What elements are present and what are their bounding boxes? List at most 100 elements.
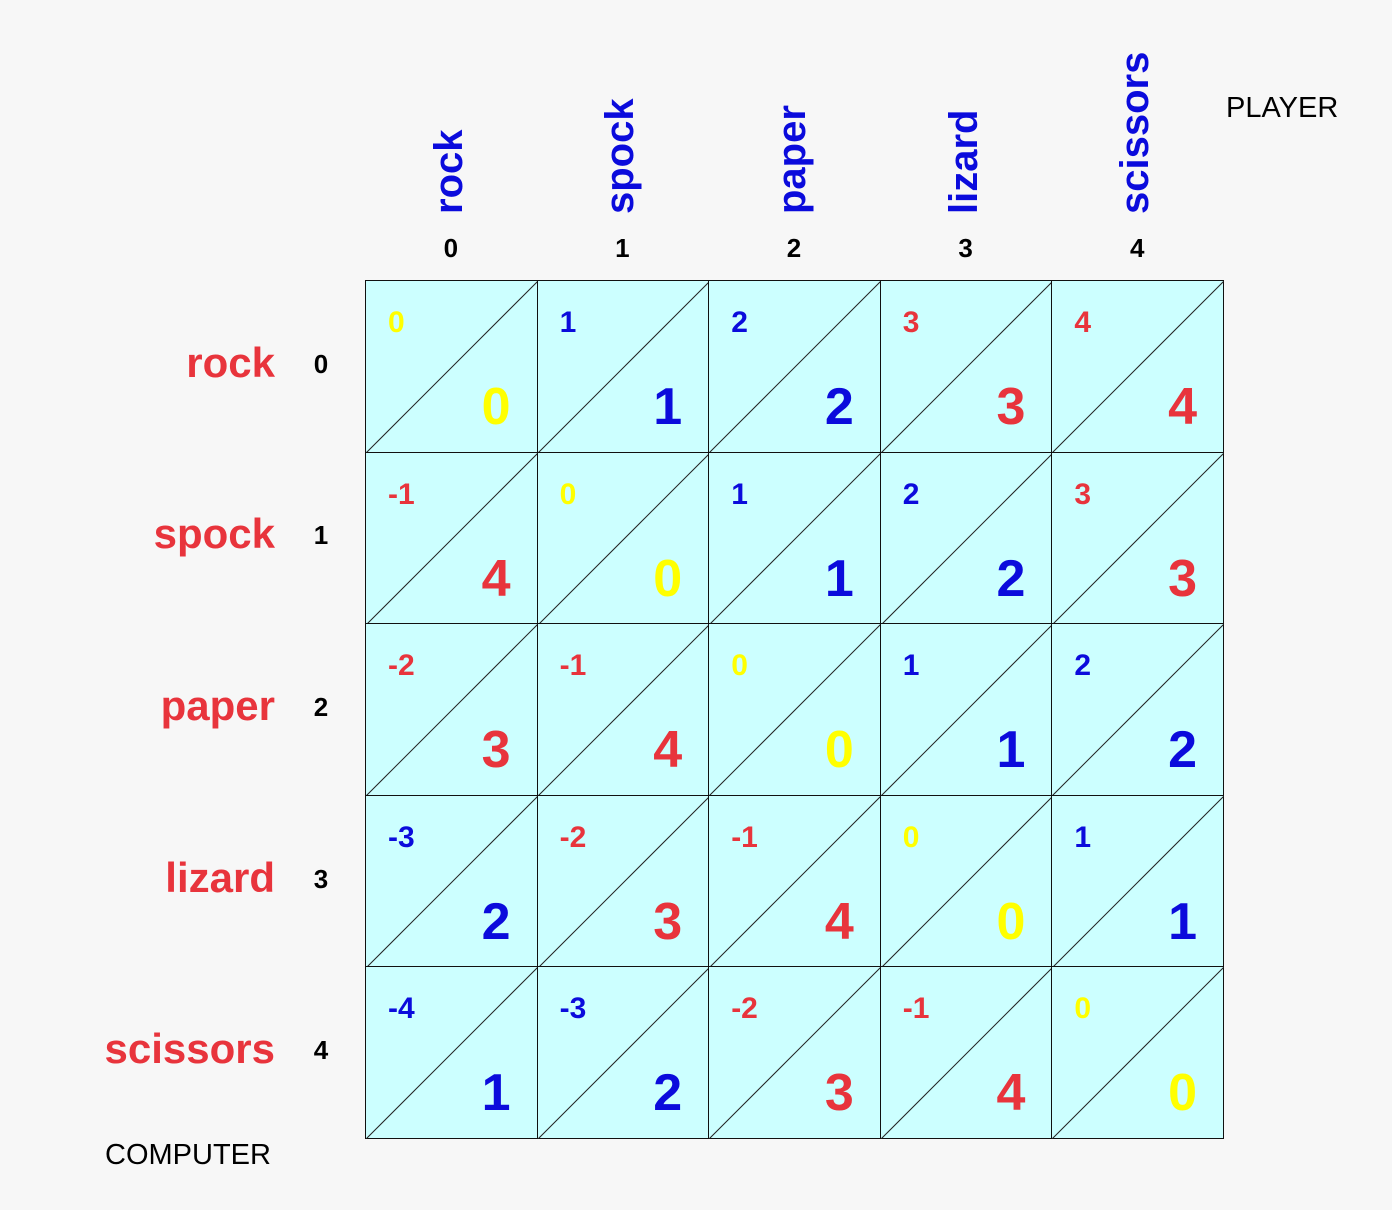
col-index-4: 4 — [1129, 233, 1145, 263]
row-index-1: 1 — [313, 520, 329, 551]
mod-value: 0 — [481, 378, 511, 436]
mod-value: 3 — [1168, 549, 1197, 608]
cell-diagonal — [537, 795, 710, 968]
diagonal-line — [537, 624, 710, 797]
cell-diagonal — [366, 624, 538, 797]
diagonal-line — [880, 452, 1053, 625]
difference-value: 0 — [559, 477, 577, 511]
difference-value: 0 — [731, 649, 748, 683]
diagonal-line — [366, 452, 538, 625]
col-header-lizard: lizard — [941, 109, 986, 214]
cell-diagonal — [1052, 967, 1225, 1140]
mod-value: 1 — [996, 721, 1026, 780]
row-header-rock: rock — [186, 338, 275, 386]
cell-diagonal — [880, 281, 1053, 453]
col-header-paper: paper — [770, 105, 814, 214]
difference-value: 2 — [1074, 649, 1092, 683]
difference-value: 4 — [1074, 306, 1092, 339]
row-index-0: 0 — [313, 348, 329, 379]
cell-diagonal — [366, 281, 538, 453]
col-index-2: 2 — [786, 233, 802, 263]
cell-r2-c0: -2 3 — [365, 623, 538, 797]
cell-diagonal — [366, 452, 538, 625]
cell-diagonal — [709, 281, 882, 453]
difference-value: -2 — [731, 992, 758, 1026]
diagonal-line — [880, 281, 1053, 453]
diagonal-line — [709, 624, 882, 797]
mod-value: 4 — [824, 892, 854, 951]
mod-value: 2 — [653, 1064, 683, 1123]
mod-value: 3 — [481, 721, 511, 780]
cell-r3-c0: -3 2 — [365, 794, 538, 968]
diagonal-line — [709, 967, 882, 1140]
diagonal-line — [880, 967, 1053, 1140]
mod-value: 2 — [1168, 721, 1197, 780]
cell-diagonal — [1052, 795, 1225, 968]
row-header-scissors: scissors — [104, 1025, 275, 1073]
mod-value: 1 — [653, 378, 683, 436]
mod-value: 2 — [824, 378, 854, 436]
difference-value: 0 — [902, 820, 920, 854]
cell-diagonal — [537, 624, 710, 797]
diagonal-line — [537, 452, 710, 625]
cell-diagonal — [366, 795, 538, 968]
diagonal-line — [1052, 281, 1225, 453]
difference-value: 1 — [902, 649, 920, 683]
difference-value: -3 — [388, 820, 415, 854]
difference-value: 1 — [559, 306, 577, 339]
row-index-3: 3 — [313, 863, 329, 894]
cell-diagonal — [1052, 281, 1225, 453]
diagonal-line — [537, 795, 710, 968]
cell-diagonal — [880, 967, 1053, 1140]
difference-value: 1 — [731, 477, 748, 511]
difference-value: 1 — [1074, 820, 1092, 854]
mod-value: 2 — [481, 892, 511, 951]
col-header-scissors: scissors — [1113, 51, 1158, 214]
diagonal-line — [880, 795, 1053, 968]
cell-diagonal — [1052, 452, 1225, 625]
player-axis-label: PLAYER — [1226, 92, 1339, 124]
diagonal-line — [1052, 452, 1225, 625]
cell-diagonal — [537, 967, 710, 1140]
mod-value: 3 — [996, 378, 1026, 436]
diagonal-line — [1052, 967, 1225, 1140]
cell-diagonal — [709, 452, 882, 625]
mod-value: 1 — [1168, 892, 1197, 951]
mod-value: 4 — [481, 549, 511, 608]
cell-r1-c0: -1 4 — [365, 451, 538, 625]
row-index-2: 2 — [313, 692, 329, 722]
row-header-lizard: lizard — [165, 853, 275, 901]
diagonal-line — [880, 624, 1053, 797]
diagonal-line — [366, 795, 538, 968]
mod-value: 0 — [996, 892, 1026, 951]
col-index-1: 1 — [615, 233, 630, 263]
difference-value: 2 — [902, 477, 920, 511]
col-index-3: 3 — [958, 233, 973, 263]
difference-value: -2 — [388, 649, 415, 683]
diagonal-line — [537, 967, 710, 1140]
difference-value: -1 — [388, 477, 415, 511]
col-header-spock: spock — [598, 98, 643, 214]
cell-r4-c1: -3 2 — [536, 966, 710, 1140]
mod-value: 4 — [1168, 378, 1197, 436]
diagonal-line — [1052, 795, 1225, 968]
diagonal-line — [537, 281, 710, 453]
difference-value: -3 — [559, 992, 587, 1026]
mod-value: 3 — [653, 892, 683, 951]
row-index-4: 4 — [313, 1035, 329, 1066]
row-header-paper: paper — [160, 682, 275, 729]
